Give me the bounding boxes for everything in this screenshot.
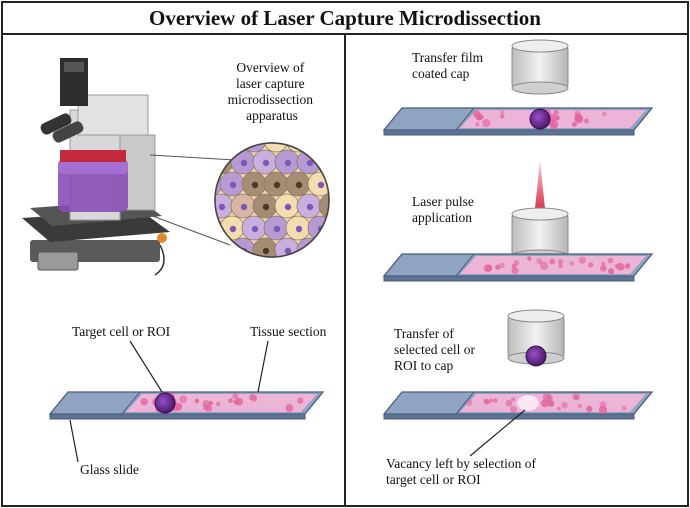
step1-cap	[511, 39, 569, 95]
step3-slide	[382, 391, 654, 420]
tissue-pointer	[257, 340, 269, 393]
microscope-illustration	[22, 58, 170, 276]
glass-pointer	[69, 419, 79, 463]
step1-label: Transfer film coated cap	[412, 50, 487, 81]
target-cell-label: Target cell or ROI	[72, 324, 171, 339]
magnify-line-top	[149, 154, 236, 161]
tissue-section-label: Tissue section	[250, 324, 327, 339]
figure-title: Overview of Laser Capture Microdissectio…	[149, 6, 541, 30]
apparatus-label: Overview of laser capture microdissectio…	[228, 60, 317, 123]
step1-slide	[382, 107, 654, 136]
target-pointer	[129, 340, 163, 393]
step2-slide	[382, 253, 654, 282]
magnify-line-bottom	[149, 214, 231, 246]
glass-slide-label: Glass slide	[80, 462, 139, 477]
step3-label: Transfer of selected cell or ROI to cap	[394, 326, 478, 373]
step2-label: Laser pulse application	[412, 194, 477, 225]
step4-label: Vacancy left by selection of target cell…	[386, 456, 539, 487]
tissue-zoom-circle	[214, 142, 330, 258]
step3-cap	[507, 309, 565, 367]
laser-beam	[534, 160, 546, 218]
left-glass-slide	[48, 391, 325, 420]
vacancy-pointer	[469, 409, 526, 457]
